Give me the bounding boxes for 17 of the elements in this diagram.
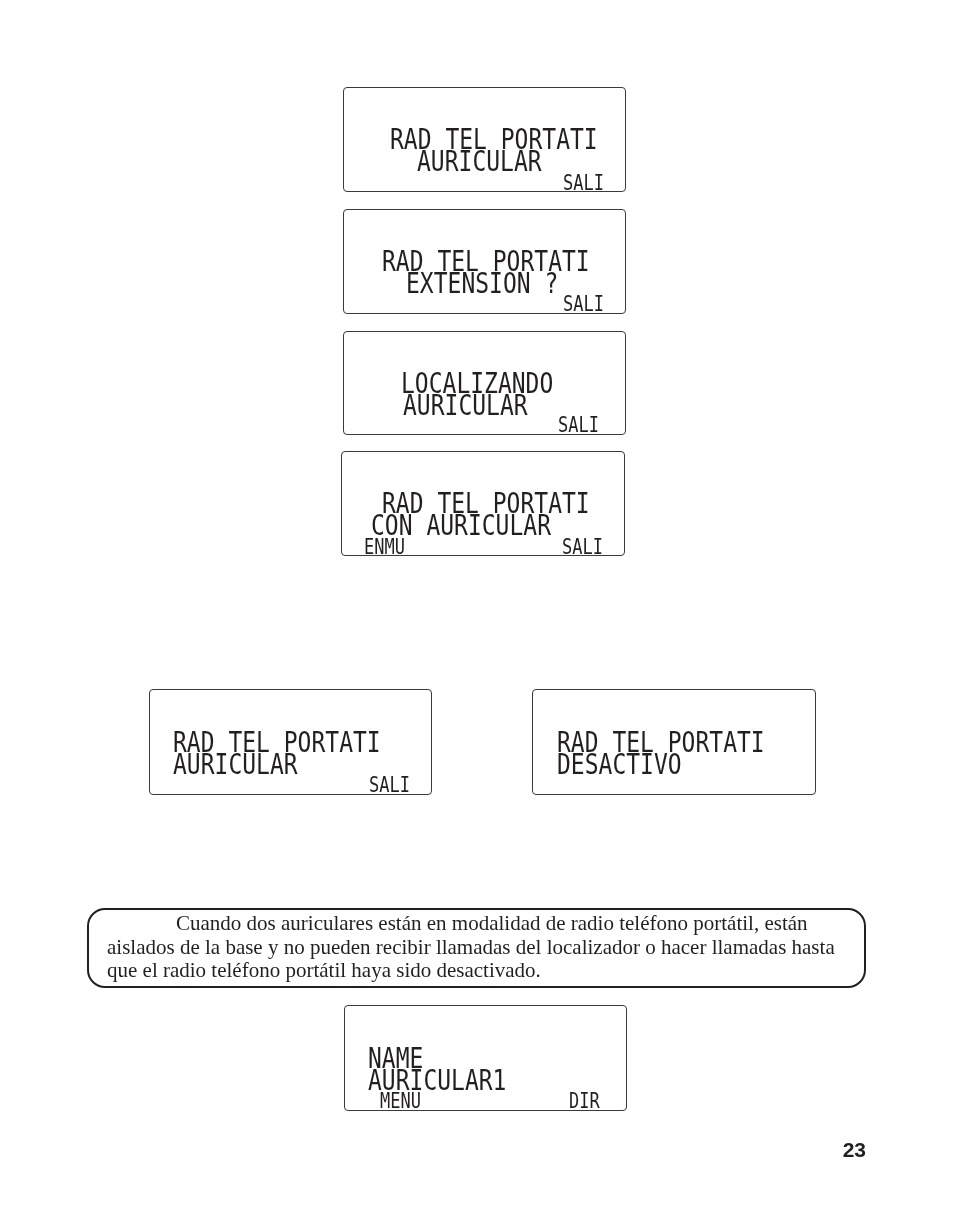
note-box bbox=[87, 908, 866, 988]
lcd-screen bbox=[149, 689, 432, 795]
softkey-label: SALI bbox=[563, 292, 604, 314]
softkey-label: SALI bbox=[558, 413, 599, 435]
softkey-label: SALI bbox=[563, 171, 604, 193]
softkey-label: SALI bbox=[369, 773, 410, 795]
softkey-label: DIR bbox=[569, 1089, 600, 1111]
lcd-screen bbox=[532, 689, 816, 795]
lcd-screen bbox=[343, 331, 626, 435]
page-number: 23 bbox=[842, 1139, 866, 1160]
lcd-screen bbox=[344, 1005, 627, 1111]
softkey-label: SALI bbox=[562, 535, 603, 557]
lcd-screen bbox=[341, 451, 625, 556]
softkey-label: ENMU bbox=[364, 535, 405, 557]
lcd-screen bbox=[343, 209, 626, 314]
note-text: Cuando dos auriculares están en modalidad de radio teléfono portátil, están aislados de la base y no pueden recibir llamadas del localizador o hacer llamadas hasta que el radio teléfono portátil haya sido desactivado. bbox=[107, 912, 836, 983]
lcd-screen bbox=[343, 87, 626, 192]
